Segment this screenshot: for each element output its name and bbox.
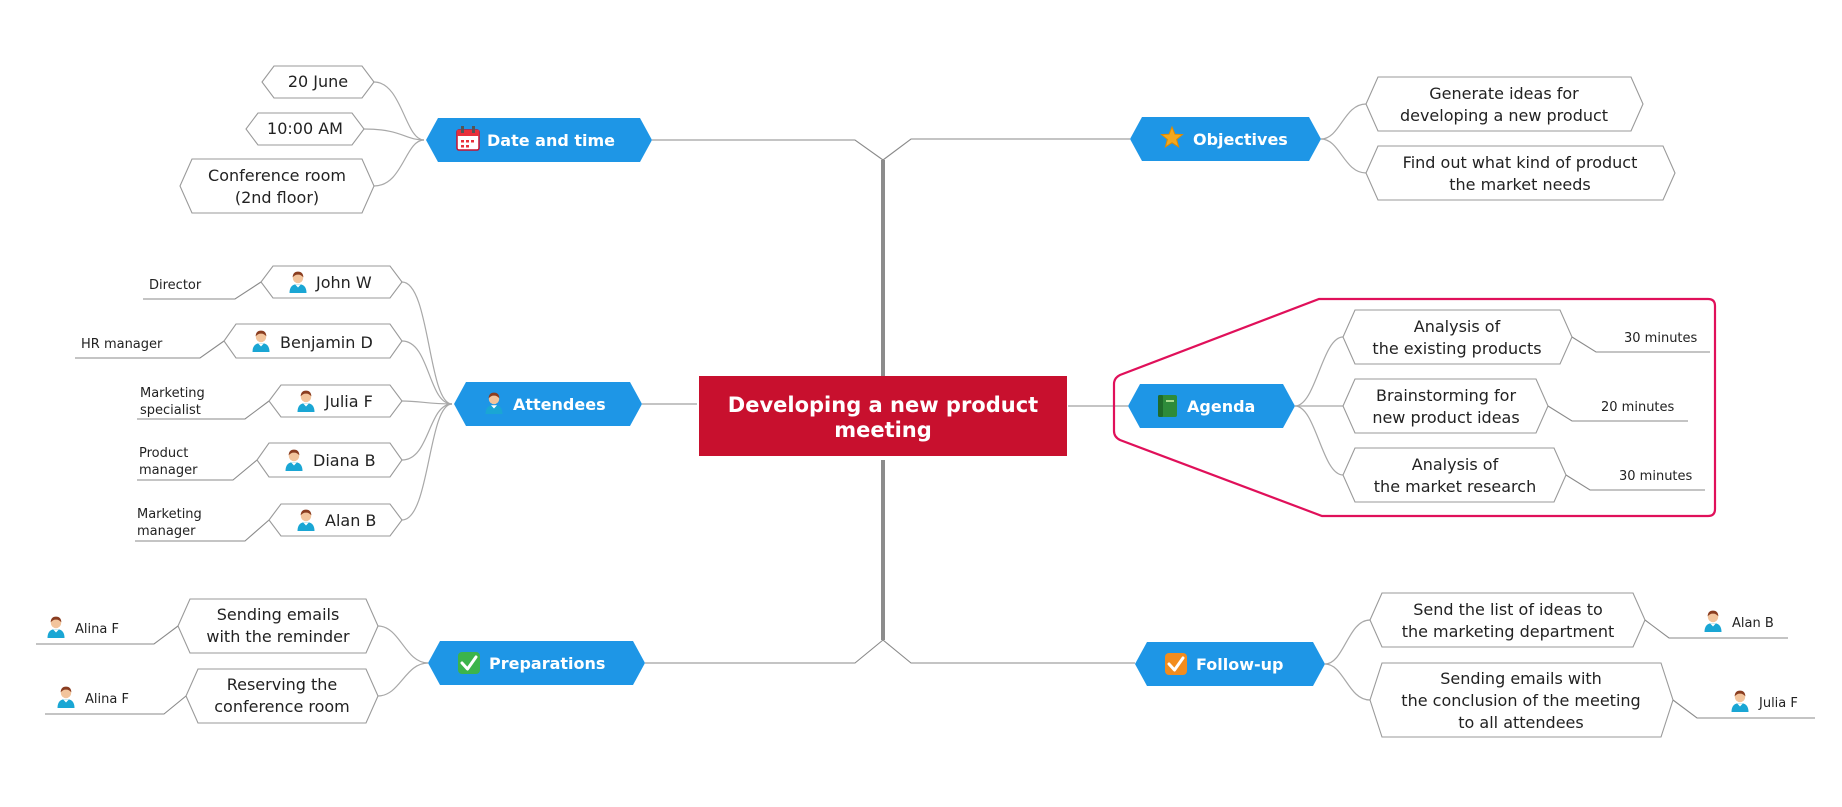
star-icon bbox=[1160, 125, 1184, 149]
objective-line-2: developing a new product bbox=[1400, 106, 1608, 125]
task-line-1: Sending emails with bbox=[1440, 669, 1602, 688]
central-topic-line-1: Developing a new product bbox=[728, 393, 1038, 417]
task-owner: Alan B bbox=[1732, 616, 1774, 631]
agenda-duration: 30 minutes bbox=[1624, 331, 1698, 346]
person-icon bbox=[1704, 610, 1722, 632]
topic-follow-up[interactable]: Follow-up bbox=[1135, 642, 1325, 686]
location-node[interactable]: Conference room (2nd floor) bbox=[179, 158, 375, 214]
agenda-boundary bbox=[1112, 297, 1717, 518]
attendee-john-w[interactable]: Director John W bbox=[143, 265, 403, 300]
topic-preparations[interactable]: Preparations bbox=[428, 641, 645, 685]
task-owner: Alina F bbox=[75, 622, 119, 637]
attendee-name: John W bbox=[315, 273, 372, 292]
task-line-1: Send the list of ideas to bbox=[1413, 600, 1603, 619]
objective-line-1: Find out what kind of product bbox=[1403, 153, 1638, 172]
agenda-item-brainstorming[interactable]: Brainstorming for new product ideas 20 m… bbox=[1342, 378, 1688, 434]
agenda-line-1: Brainstorming for bbox=[1376, 386, 1516, 405]
task-line-1: Reserving the bbox=[227, 675, 338, 694]
prep-task-reminder-emails[interactable]: Sending emails with the reminder Alina F bbox=[36, 598, 379, 654]
attendee-benjamin-d[interactable]: HR manager Benjamin D bbox=[75, 323, 403, 359]
topic-agenda[interactable]: Agenda bbox=[1128, 384, 1295, 428]
topic-date-and-time[interactable]: Date and time bbox=[426, 118, 652, 162]
checkbox-icon bbox=[1165, 653, 1187, 675]
attendee-role: manager bbox=[139, 463, 198, 478]
attendee-role: Director bbox=[149, 278, 202, 293]
task-line-2: with the reminder bbox=[206, 627, 350, 646]
agenda-line-1: Analysis of bbox=[1412, 455, 1499, 474]
agenda-line-2: new product ideas bbox=[1372, 408, 1519, 427]
topic-objectives[interactable]: Objectives bbox=[1130, 117, 1321, 161]
person-icon bbox=[57, 686, 75, 708]
task-owner: Alina F bbox=[85, 692, 129, 707]
objective-market-needs[interactable]: Find out what kind of product the market… bbox=[1365, 145, 1676, 201]
location-line-1: Conference room bbox=[208, 166, 346, 185]
attendee-role: Product bbox=[139, 446, 188, 461]
central-topic[interactable]: Developing a new product meeting bbox=[699, 376, 1067, 456]
agenda-item-existing-products[interactable]: Analysis of the existing products 30 min… bbox=[1342, 309, 1710, 365]
agenda-line-2: the market research bbox=[1374, 477, 1536, 496]
attendee-name: Julia F bbox=[324, 392, 373, 411]
date-text: 20 June bbox=[288, 72, 348, 91]
agenda-duration: 20 minutes bbox=[1601, 400, 1675, 415]
book-icon bbox=[1158, 395, 1177, 417]
time-text: 10:00 AM bbox=[267, 119, 343, 138]
prep-task-reserve-room[interactable]: Reserving the conference room Alina F bbox=[45, 668, 379, 724]
central-topic-line-2: meeting bbox=[834, 418, 932, 442]
topic-agenda-label: Agenda bbox=[1187, 397, 1255, 416]
agenda-line-2: the existing products bbox=[1372, 339, 1541, 358]
task-line-2: conference room bbox=[214, 697, 350, 716]
location-line-2: (2nd floor) bbox=[235, 188, 319, 207]
branch-follow-up bbox=[882, 639, 1135, 664]
calendar-icon bbox=[456, 126, 480, 151]
checkmark-icon bbox=[458, 652, 480, 674]
topic-follow-up-label: Follow-up bbox=[1196, 655, 1284, 674]
attendee-role: Marketing bbox=[140, 386, 205, 401]
task-line-2: the conclusion of the meeting bbox=[1401, 691, 1640, 710]
agenda-line-1: Analysis of bbox=[1414, 317, 1501, 336]
objective-line-1: Generate ideas for bbox=[1429, 84, 1579, 103]
topic-date-and-time-label: Date and time bbox=[487, 131, 615, 150]
attendee-role: Marketing bbox=[137, 507, 202, 522]
attendee-role: manager bbox=[137, 524, 196, 539]
branch-objectives bbox=[882, 138, 1130, 161]
attendee-julia-f[interactable]: Marketing specialist Julia F bbox=[137, 384, 403, 420]
attendee-role: specialist bbox=[140, 403, 201, 418]
topic-objectives-label: Objectives bbox=[1193, 130, 1288, 149]
attendee-alan-b[interactable]: Marketing manager Alan B bbox=[135, 503, 403, 542]
topic-attendees[interactable]: Attendees bbox=[454, 382, 642, 426]
task-owner: Julia F bbox=[1758, 696, 1798, 711]
task-line-2: the marketing department bbox=[1402, 622, 1615, 641]
date-node[interactable]: 20 June bbox=[261, 65, 375, 99]
branch-preparations bbox=[645, 639, 884, 664]
attendee-diana-b[interactable]: Product manager Diana B bbox=[137, 442, 403, 481]
time-node[interactable]: 10:00 AM bbox=[245, 112, 365, 146]
topic-preparations-label: Preparations bbox=[489, 654, 605, 673]
task-line-3: to all attendees bbox=[1458, 713, 1583, 732]
attendee-name: Benjamin D bbox=[280, 333, 373, 352]
followup-task-conclusion-emails[interactable]: Sending emails with the conclusion of th… bbox=[1369, 662, 1815, 738]
attendee-name: Diana B bbox=[313, 451, 376, 470]
branch-date-time bbox=[652, 139, 884, 161]
attendee-name: Alan B bbox=[325, 511, 376, 530]
agenda-item-market-research[interactable]: Analysis of the market research 30 minut… bbox=[1342, 447, 1705, 503]
followup-task-send-ideas[interactable]: Send the list of ideas to the marketing … bbox=[1369, 592, 1788, 648]
task-line-1: Sending emails bbox=[217, 605, 340, 624]
person-icon bbox=[47, 616, 65, 638]
objective-line-2: the market needs bbox=[1449, 175, 1591, 194]
objective-generate-ideas[interactable]: Generate ideas for developing a new prod… bbox=[1365, 76, 1644, 132]
topic-attendees-label: Attendees bbox=[513, 395, 606, 414]
person-icon bbox=[1731, 690, 1749, 712]
attendee-role: HR manager bbox=[81, 337, 163, 352]
agenda-duration: 30 minutes bbox=[1619, 469, 1693, 484]
